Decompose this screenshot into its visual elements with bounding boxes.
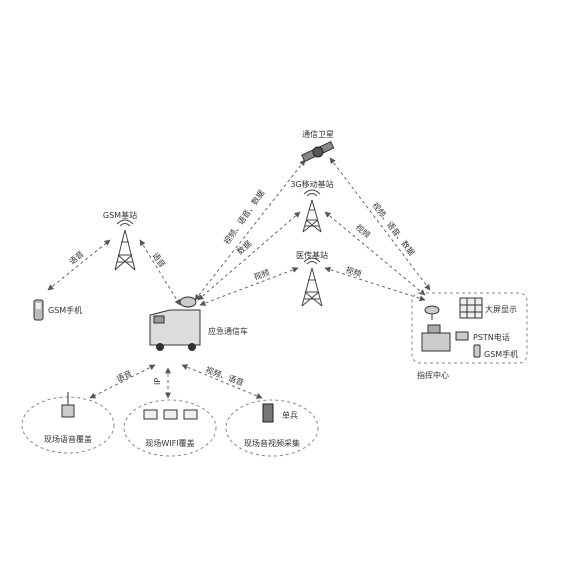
link-gsm-vehicle [139,239,181,306]
link-label-gsm-left: 语音 [67,249,86,267]
voice-cover-label: 现场语音覆盖 [44,434,92,444]
link-label-video: 视频、语音 [204,364,245,387]
link-label-3g-left: 数据 [235,238,254,256]
equipment-icon [421,324,451,352]
dish-icon [424,305,440,320]
satellite-icon [301,140,335,163]
link-med-vehicle [199,267,299,306]
gsm-phone-label: GSM手机 [48,305,82,315]
link-voice [89,364,156,399]
cc-gsm-phone-label: GSM手机 [484,349,518,359]
pstn-label: PSTN电话 [473,332,510,342]
link-3g-vehicle [197,211,301,301]
vehicle-icon [149,296,201,351]
link-video [181,364,263,399]
tower-medical-icon [301,257,323,307]
tower-3g-label: 3G移动基站 [290,179,333,189]
link-label-voice: 语音 [115,368,134,384]
big-screen-label: 大屏显示 [485,304,517,314]
wifi-cover-label: 现场WIFI覆盖 [145,438,194,448]
tower-gsm-label: GSM基站 [103,210,137,220]
cc-gsm-phone-icon [473,344,481,358]
video-collect-label: 现场音视频采集 [244,438,300,448]
voice-cover-group [21,392,115,454]
tower-medical-label: 医传基站 [296,250,328,260]
video-collect-group [225,399,319,457]
command-center-label: 指挥中心 [417,370,449,380]
command-center-group [411,292,528,364]
link-sat-vehicle [194,159,306,301]
gsm-phone-icon [33,299,44,321]
tower-3g-icon [302,189,322,233]
soldier-label: 单兵 [282,410,298,420]
pstn-phone-icon [455,331,469,341]
laptop-icon [143,409,198,420]
link-gsm-phone [47,239,111,291]
link-label-sat-right: 视频、语音、数据 [370,200,417,257]
link-label-gsm-right: 语音 [150,250,167,269]
satellite-label: 通信卫星 [302,129,334,139]
link-label-med-right: 视频 [344,264,362,278]
link-med-center [324,266,426,302]
big-screen-icon [459,297,483,319]
link-label-ip: IP [153,378,162,385]
link-label-3g-right: 视频 [354,222,373,240]
soldier-icon [262,403,274,423]
tower-gsm-icon [114,219,136,271]
wifi-cover-group [123,399,217,457]
connection-lines [47,157,431,399]
vehicle-label: 应急通信车 [208,326,248,336]
